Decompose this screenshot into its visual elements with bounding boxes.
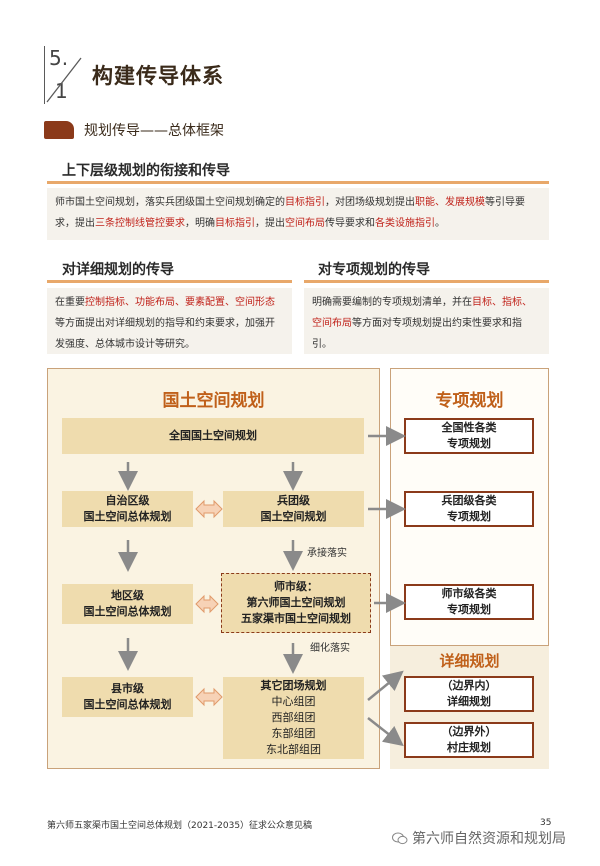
box-national-plan: 全国国土空间规划 [62,418,364,454]
diagram-left-title: 国土空间规划 [162,391,265,411]
highlight-text: 目标指引 [215,218,255,229]
section-number-minor: 1 [55,79,68,103]
footer-page-number: 35 [540,818,552,828]
block3-text: 明确需要编制的专项规划清单，并在目标、指标、空间布局等方面对专项规划提出约束性要… [304,288,549,354]
block1-header: 上下层级规划的衔接和传导 [62,163,230,179]
box-division-plan: 师市级：第六师国土空间规划五家渠市国土空间规划 [221,573,371,633]
label-refine-implement: 细化落实 [310,643,350,654]
highlight-text: 职能、发展规模 [415,197,485,208]
block1-text: 师市国土空间规划，落实兵团级国土空间规划确定的目标指引，对团场级规划提出职能、发… [47,188,549,240]
page-subtitle: 规划传导——总体框架 [84,123,224,139]
footer-document-title: 第六师五家渠市国土空间总体规划（2021-2035）征求公众意见稿 [47,821,313,831]
body-text: ，提出 [255,218,285,229]
highlight-text: 三条控制线管控要求 [95,218,185,229]
regiment-west: 西部组团 [271,711,316,724]
regiment-northeast: 东北部组团 [266,743,321,756]
block2-header: 对详细规划的传导 [62,262,174,278]
body-text: ，对团场级规划提出 [325,197,415,208]
block2-header-rule [47,280,292,283]
box-prefecture-plan: 地区级国土空间总体规划 [62,584,193,624]
body-text: ，明确 [185,218,215,229]
subtitle-marker [44,121,74,139]
highlight-text: 各类设施指引 [375,218,435,229]
footer-watermark: 第六师自然资源和规划局 [412,831,566,847]
regiment-east: 东部组团 [271,727,316,740]
regiment-central: 中心组团 [271,695,316,708]
section-number: 5. 1 [44,46,82,104]
body-text: 明确需要编制的专项规划清单，并在 [312,297,472,308]
body-text: 等方面提出对详细规划的指导和约束要求，加强开发强度、总体城市设计等研究。 [55,318,275,350]
body-text: 在重要 [55,297,85,308]
block2-text: 在重要控制指标、功能布局、要素配置、空间形态等方面提出对详细规划的指导和约束要求… [47,288,292,354]
block3-header-rule [304,280,549,283]
body-text: 等方面对专项规划提出约束性要求和指引。 [312,318,522,350]
box-detail-inner: （边界内）详细规划 [404,676,534,712]
box-special-national: 全国性各类专项规划 [404,418,534,454]
highlight-text: 目标、指标、空间布局 [312,297,532,329]
highlight-text: 控制指标、功能布局、要素配置、空间形态 [85,297,275,308]
block1-header-rule [47,181,549,184]
body-text: 等引导要求，提出 [55,197,525,229]
box-special-division: 师市级各类专项规划 [404,584,534,620]
detail-plan-title: 详细规划 [439,652,500,670]
wechat-icon [392,830,408,845]
page-title: 构建传导体系 [92,64,224,88]
label-receive-implement: 承接落实 [307,548,347,559]
section-number-major: 5. [49,46,69,70]
body-text: 。 [435,218,445,229]
box-regiment-plans: 其它团场规划 中心组团 西部组团 东部组团 东北部组团 [223,677,364,759]
section-divider-slash [46,57,82,103]
box-bingtuan-plan: 兵团级国土空间规划 [223,491,364,527]
diagram-right-title: 专项规划 [435,391,504,411]
block3-header: 对专项规划的传导 [318,262,430,278]
body-text: 师市国土空间规划，落实兵团级国土空间规划确定的 [55,197,285,208]
box-autonomous-plan: 自治区级国土空间总体规划 [62,491,193,527]
highlight-text: 目标指引 [285,197,325,208]
box-county-plan: 县市级国土空间总体规划 [62,677,193,717]
box-special-bingtuan: 兵团级各类专项规划 [404,491,534,527]
box-detail-outer: （边界外）村庄规划 [404,722,534,758]
body-text: 传导要求和 [325,218,375,229]
highlight-text: 空间布局 [285,218,325,229]
